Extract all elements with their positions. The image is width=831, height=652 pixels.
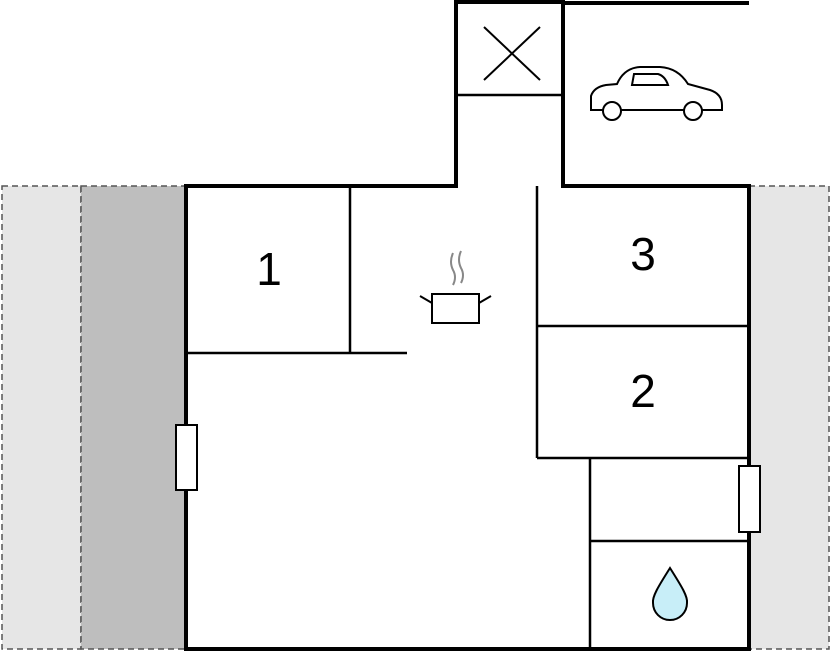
cooking-pot-icon: [419, 250, 492, 324]
water-drop-icon: [651, 566, 689, 621]
room-label-2: 2: [630, 365, 656, 417]
terrace-right: [748, 185, 830, 650]
cross-icon: [483, 26, 541, 81]
room-label-1: 1: [256, 243, 282, 295]
door-right: [738, 465, 761, 533]
terrace-left-dark: [80, 185, 187, 650]
car-icon: [590, 66, 723, 121]
terrace-left-light: [1, 185, 82, 650]
door-left: [175, 424, 198, 491]
exterior-walls: [184, 0, 751, 651]
room-label-3: 3: [630, 228, 656, 280]
interior-walls: [186, 93, 749, 649]
